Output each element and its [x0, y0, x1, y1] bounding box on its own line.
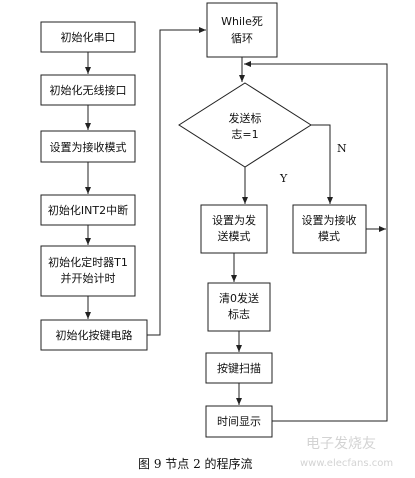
init-timer-label-line2: 并开始计时 [61, 271, 116, 285]
watermark-line2: www.elecfans.com [300, 458, 393, 469]
set-send-mode-label-line1: 设置为发 [212, 213, 256, 227]
init-wireless-label: 初始化无线接口 [50, 83, 127, 97]
set-send-mode-label-line2: 送模式 [218, 229, 251, 243]
arrow-no-branch [311, 124, 333, 204]
init-serial-box [40, 21, 136, 53]
set-receive-mode-left-box [40, 130, 136, 163]
init-wireless-box [40, 74, 136, 106]
init-int2-box [40, 194, 136, 226]
decision-label-line2: 志=1 [231, 128, 258, 141]
init-keys-label: 初始化按键电路 [56, 328, 133, 342]
init-int2-label: 初始化INT2中断 [48, 203, 128, 217]
decision-diamond [178, 82, 312, 168]
time-display-label: 时间显示 [217, 415, 261, 428]
decision-label-line1: 发送标 [229, 111, 262, 125]
figure-caption: 图 9 节点 2 的程序流 [138, 456, 253, 471]
watermark-line1: 电子发烧友 [306, 436, 376, 452]
clear-send-flag-label-line1: 清0发送 [219, 291, 259, 305]
init-timer-label-line1: 初始化定时器T1 [48, 255, 128, 269]
set-receive-mode-right-label-line1: 设置为接收 [302, 213, 357, 227]
time-display-box [205, 405, 273, 438]
init-serial-label: 初始化串口 [61, 30, 116, 44]
set-receive-mode-right-box [292, 204, 367, 254]
clear-send-flag-box [207, 282, 271, 332]
arrow-keys-to-while [147, 27, 206, 336]
while-loop-box [206, 2, 278, 58]
clear-send-flag-label-line2: 标志 [228, 307, 250, 321]
init-timer-box [40, 245, 136, 297]
while-loop-label-line1: While死 [221, 15, 263, 28]
set-send-mode-box [200, 204, 268, 254]
set-receive-mode-left-label: 设置为接收模式 [50, 140, 127, 154]
watermark: 电子发烧友 www.elecfans.com [300, 436, 393, 469]
key-scan-label: 按键扫描 [217, 361, 261, 375]
branch-no-label: N [337, 142, 347, 155]
arrow-loop-back [244, 61, 388, 422]
init-keys-box [40, 319, 148, 351]
set-receive-mode-right-label-line2: 模式 [318, 230, 340, 243]
while-loop-label-line2: 循环 [231, 32, 253, 45]
branch-yes-label: Y [279, 172, 288, 185]
